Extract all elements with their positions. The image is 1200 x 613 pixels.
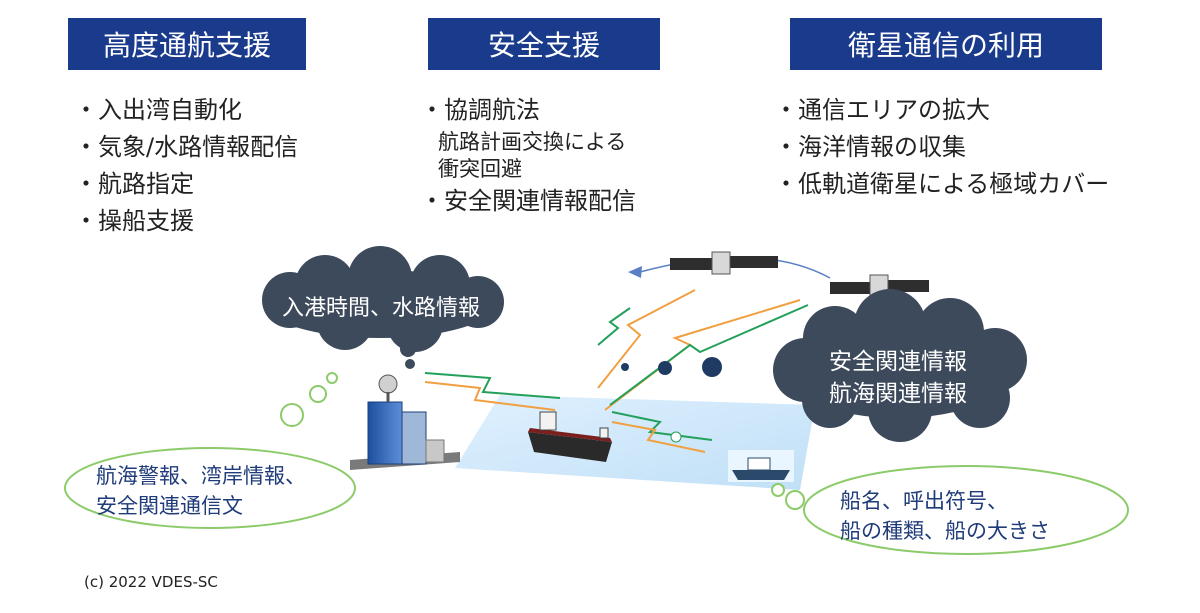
ship-info-text-2: 船の種類、船の大きさ bbox=[840, 519, 1050, 543]
green-signal-arrow bbox=[609, 304, 809, 406]
thought-bubble bbox=[771, 483, 785, 497]
header-safety-support: 安全支援 bbox=[428, 18, 660, 70]
list-item: 安全関連情報配信 bbox=[420, 183, 636, 220]
orbit-arrowhead bbox=[628, 266, 642, 278]
orange-signal-arrow bbox=[604, 299, 801, 411]
list-item: 低軌道衛星による極域カバー bbox=[774, 166, 1109, 203]
safety-info-cloud bbox=[773, 289, 1027, 442]
list-subitem: 衝突回避 bbox=[438, 157, 522, 181]
port-info-cloud bbox=[262, 246, 504, 352]
ship-info-text-1: 船名、呼出符号、 bbox=[840, 489, 1008, 513]
signal-dot bbox=[621, 363, 629, 371]
list-item: 海洋情報の収集 bbox=[774, 129, 1109, 166]
signal-dot bbox=[702, 357, 722, 377]
thought-bubble bbox=[785, 490, 805, 510]
coast-station-building-icon bbox=[350, 374, 460, 470]
satellite-communication-list: 通信エリアの拡大 海洋情報の収集 低軌道衛星による極域カバー bbox=[774, 92, 1109, 203]
fishing-boat-icon bbox=[728, 450, 794, 482]
thought-bubble bbox=[405, 359, 415, 369]
cargo-ship-icon bbox=[528, 411, 612, 462]
thought-bubble bbox=[309, 385, 327, 403]
header-satellite-communication: 衛星通信の利用 bbox=[790, 18, 1102, 70]
list-item: 操船支援 bbox=[74, 203, 298, 240]
copyright: (c) 2022 VDES-SC bbox=[84, 573, 218, 591]
orange-signal-arrow bbox=[611, 421, 706, 453]
header-advanced-navigation: 高度通航支援 bbox=[68, 18, 306, 70]
thought-bubble bbox=[326, 372, 338, 384]
list-item: 航路指定 bbox=[74, 166, 298, 203]
safety-support-list: 協調航法 航路計画交換による 衝突回避 安全関連情報配信 bbox=[420, 92, 636, 220]
navigation-warning-text-2: 安全関連通信文 bbox=[96, 494, 243, 518]
safety-info-text-1: 安全関連情報 bbox=[829, 349, 967, 375]
navigation-warning-cloud bbox=[64, 447, 356, 529]
safety-info-text-2: 航海関連情報 bbox=[829, 381, 967, 407]
orange-signal-arrow bbox=[597, 289, 696, 389]
orange-signal-arrow bbox=[424, 381, 556, 411]
satellite-icon bbox=[670, 251, 778, 275]
port-info-text: 入港時間、水路情報 bbox=[281, 296, 480, 321]
thought-bubble bbox=[280, 403, 304, 427]
green-signal-arrow bbox=[424, 372, 561, 399]
green-signal-arrow bbox=[597, 307, 631, 346]
list-item: 気象/水路情報配信 bbox=[74, 129, 298, 166]
list-item: 協調航法 bbox=[420, 92, 636, 129]
signal-dot bbox=[670, 431, 682, 443]
thought-bubble bbox=[400, 341, 416, 357]
navigation-warning-text-1: 航海警報、湾岸情報、 bbox=[96, 464, 306, 488]
ship-info-cloud bbox=[803, 465, 1129, 555]
signal-dot bbox=[658, 361, 672, 375]
list-item: 通信エリアの拡大 bbox=[774, 92, 1109, 129]
list-item: 入出湾自動化 bbox=[74, 92, 298, 129]
advanced-navigation-list: 入出湾自動化 気象/水路情報配信 航路指定 操船支援 bbox=[74, 92, 298, 240]
list-subitem: 航路計画交換による bbox=[438, 130, 627, 154]
